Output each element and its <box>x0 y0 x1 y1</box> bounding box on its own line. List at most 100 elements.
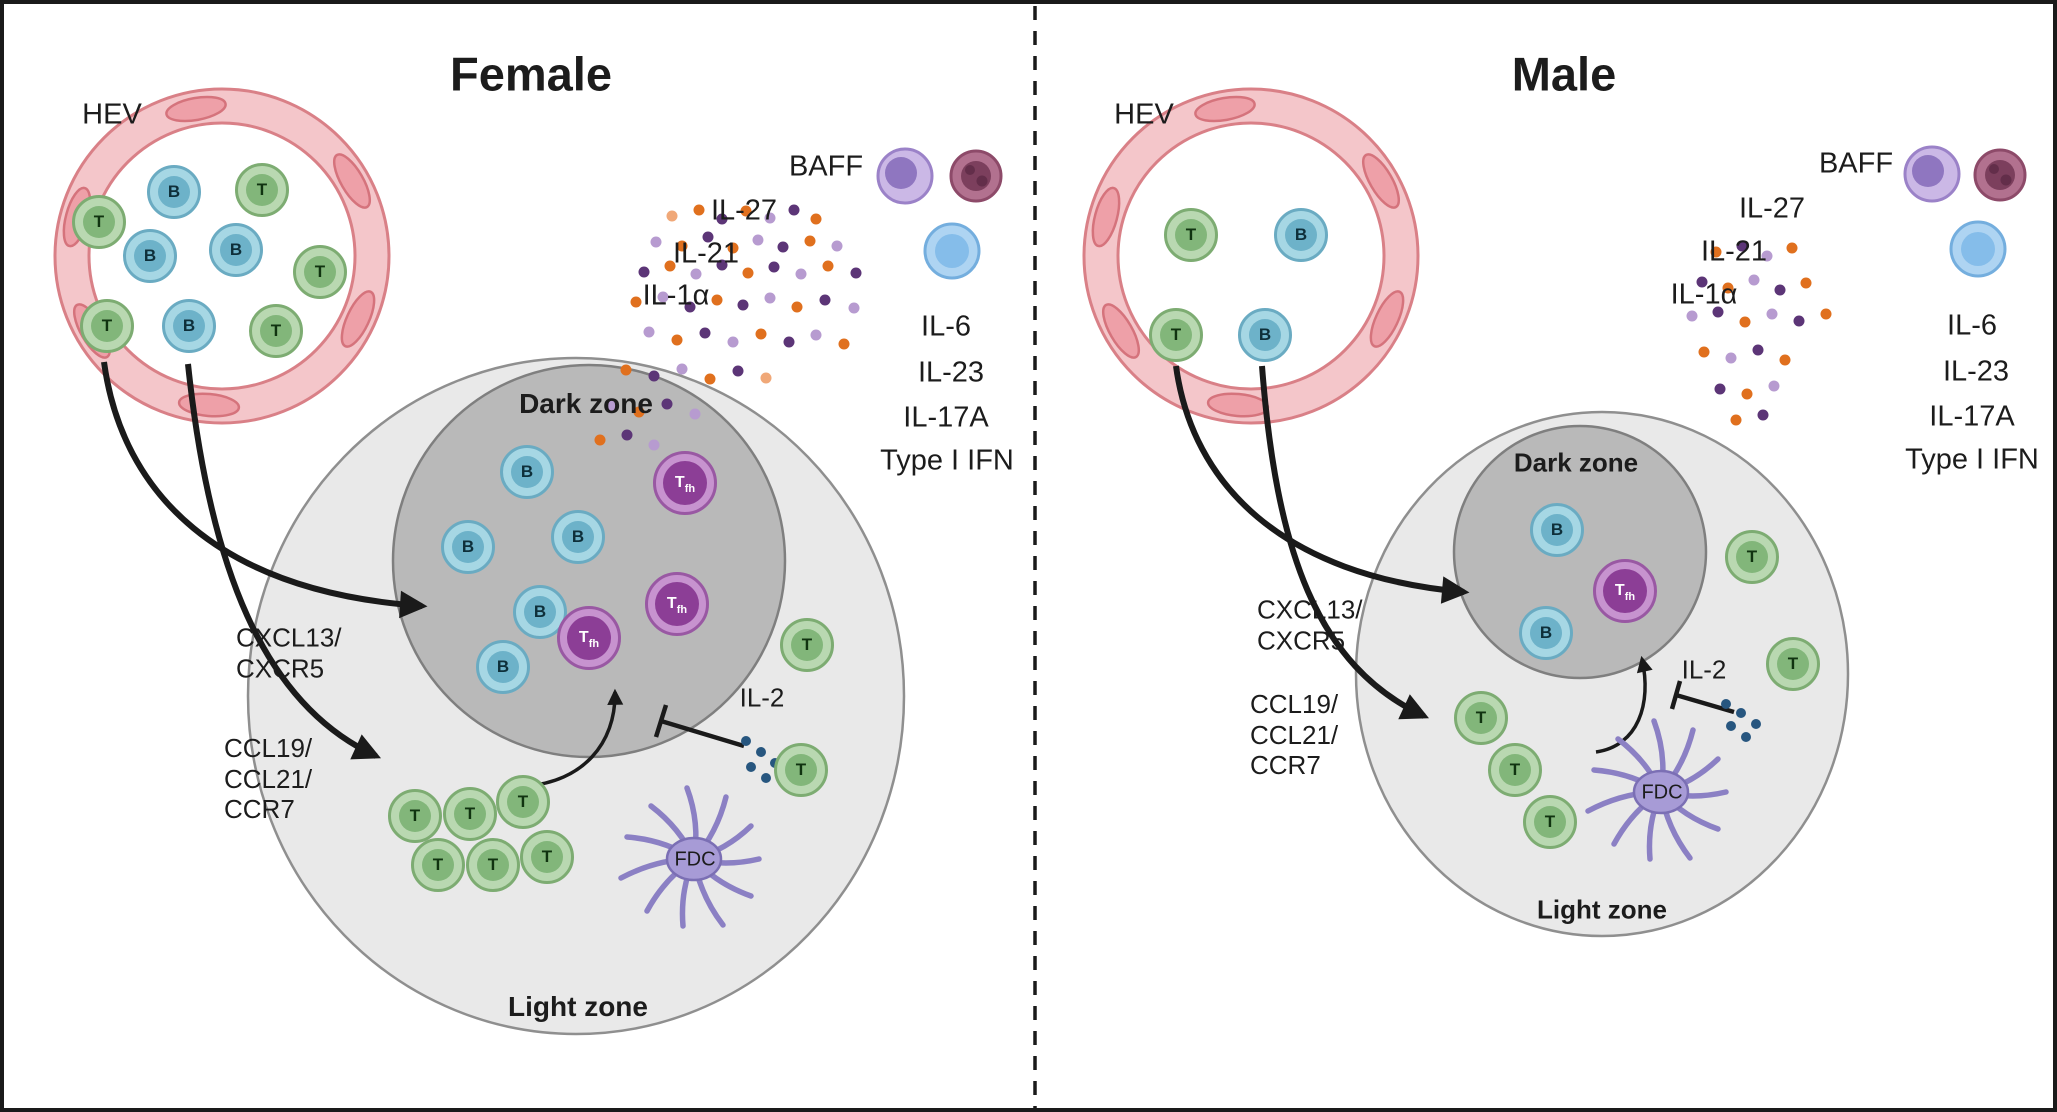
t-cell: T <box>496 775 550 829</box>
b-cell-label: B <box>220 234 252 266</box>
t-cell: T <box>1523 795 1577 849</box>
label-il23: IL-23 <box>917 356 985 389</box>
label-baff: BAFF <box>1818 147 1894 180</box>
t-cell-label: T <box>83 206 115 238</box>
b-cell-label: B <box>524 596 556 628</box>
t-cell: T <box>1766 637 1820 691</box>
b-cell-label: B <box>1249 319 1281 351</box>
t-cell: T <box>520 830 574 884</box>
t-cell-label: T <box>246 174 278 206</box>
b-cell: B <box>441 520 495 574</box>
t-cell-label: T <box>507 786 539 818</box>
male-il2-dots <box>1721 699 1761 742</box>
t-cell: T <box>774 743 828 797</box>
hev-label: HEV <box>82 98 142 131</box>
t-cell: T <box>1164 208 1218 262</box>
label-il21: IL-21 <box>672 237 740 270</box>
t-cell: T <box>388 789 442 843</box>
female-cytokine-dots <box>594 204 862 451</box>
t-cell: T <box>1149 308 1203 362</box>
b-cell-label: B <box>173 310 205 342</box>
b-cell: B <box>551 510 605 564</box>
b-cell: B <box>1274 208 1328 262</box>
t-cell-label: T <box>477 849 509 881</box>
light-zone-label: Light zone <box>508 991 648 1022</box>
female-il2-dots <box>741 736 780 783</box>
light-zone-label: Light zone <box>1537 894 1667 925</box>
b-cell: B <box>1238 308 1292 362</box>
t-cell-label: T <box>1736 541 1768 573</box>
male-fdc-cell <box>1585 718 1729 862</box>
b-cell: B <box>162 299 216 353</box>
t-cell-label: T <box>304 256 336 288</box>
fdc-label: FDC <box>674 848 716 871</box>
label-type1-ifn: Type I IFN <box>1905 443 2039 476</box>
t-cell-label: T <box>1175 219 1207 251</box>
t-cell: T <box>780 618 834 672</box>
label-type1-ifn: Type I IFN <box>880 444 1014 477</box>
il2-label: IL-2 <box>1681 654 1727 685</box>
t-cell-label: T <box>531 841 563 873</box>
label-il1a: IL-1α <box>642 279 710 312</box>
male-cytokine-dots <box>1686 240 1832 426</box>
t-cell-label: T <box>260 315 292 347</box>
t-cell-label: T <box>1777 648 1809 680</box>
t-cell-label: T <box>91 310 123 342</box>
label-il1a: IL-1α <box>1670 278 1738 311</box>
female-migration-arrows <box>101 361 624 788</box>
fdc-label: FDC <box>1641 781 1683 804</box>
t-cell-label: T <box>399 800 431 832</box>
t-cell-label: T <box>1160 319 1192 351</box>
b-cell-label: B <box>487 651 519 683</box>
dark-zone-label: Dark zone <box>1513 447 1639 478</box>
t-cell-label: T <box>422 849 454 881</box>
t-cell-label: T <box>1534 806 1566 838</box>
t-cell-label: T <box>785 754 817 786</box>
dark-zone-label: Dark zone <box>519 388 653 419</box>
t-cell-label: T <box>1499 754 1531 786</box>
t-cell: T <box>80 299 134 353</box>
t-cell: T <box>411 838 465 892</box>
female-il2-inhibition <box>653 704 745 749</box>
male-migration-arrows <box>1173 365 1653 754</box>
t-cell: T <box>1488 743 1542 797</box>
t-cell: T <box>235 163 289 217</box>
b-cell-label: B <box>562 521 594 553</box>
t-cell: T <box>443 787 497 841</box>
hev-endothelial-cells <box>1091 95 1405 418</box>
label-il27: IL-27 <box>1738 192 1806 225</box>
label-baff: BAFF <box>788 150 864 183</box>
b-cell: B <box>209 223 263 277</box>
male-hev-vessel <box>1082 87 1420 425</box>
b-cell-label: B <box>452 531 484 563</box>
t-cell: T <box>72 195 126 249</box>
b-cell: B <box>476 640 530 694</box>
ccl19-ccl21-ccr7-label: CCL19/ CCL21/ CCR7 <box>1250 688 1339 781</box>
b-cell: B <box>500 445 554 499</box>
label-il27: IL-27 <box>710 194 778 227</box>
b-cell-label: B <box>511 456 543 488</box>
b-cell: B <box>1530 503 1584 557</box>
b-cell-label: B <box>1541 514 1573 546</box>
t-cell: T <box>466 838 520 892</box>
ccl19-ccl21-ccr7-label: CCL19/ CCL21/ CCR7 <box>224 732 313 825</box>
panel-title-male: Male <box>1511 47 1617 101</box>
b-cell: B <box>123 229 177 283</box>
label-il6: IL-6 <box>1947 309 1997 342</box>
b-cell-label: B <box>158 176 190 208</box>
label-il23: IL-23 <box>1942 355 2010 388</box>
b-cell-label: B <box>1530 617 1562 649</box>
b-cell-label: B <box>1285 219 1317 251</box>
cxcl13-cxcr5-label: CXCL13/ CXCR5 <box>1257 594 1363 655</box>
female-fdc-cell <box>618 785 762 929</box>
hev-label: HEV <box>1114 98 1174 131</box>
il2-label: IL-2 <box>739 682 785 713</box>
